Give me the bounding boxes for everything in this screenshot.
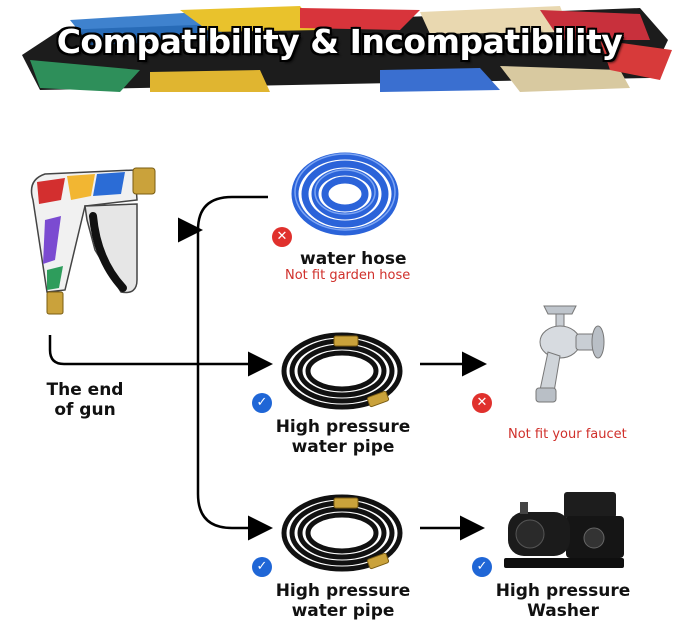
- hp-pipe-top-image: [281, 332, 403, 410]
- check-icon: ✓: [476, 559, 488, 574]
- pressure-washer-image: [504, 492, 624, 568]
- faucet-status: ✕: [472, 393, 492, 413]
- garden-hose-title: water hose: [300, 249, 407, 269]
- hp-pipe-top-label: High pressure water pipe: [275, 417, 411, 457]
- washer-label: High pressure Washer: [495, 581, 631, 621]
- washer-status: ✓: [472, 557, 492, 577]
- spray-gun-image: [30, 167, 156, 315]
- faucet-note: Not fit your faucet: [508, 427, 627, 442]
- hp-pipe-bottom-image: [281, 494, 403, 572]
- check-icon: ✓: [256, 559, 268, 574]
- page-title: Compatibility & Incompatibility: [56, 22, 623, 61]
- check-icon: ✓: [256, 395, 268, 410]
- faucet-image: [535, 305, 605, 403]
- header-banner: [22, 6, 672, 92]
- hp-pipe-top-status: ✓: [252, 393, 272, 413]
- source-label: The end of gun: [46, 380, 124, 420]
- x-icon: ✕: [276, 229, 288, 244]
- garden-hose-status: ✕: [272, 227, 292, 247]
- hp-pipe-bottom-status: ✓: [252, 557, 272, 577]
- hp-pipe-bottom-label: High pressure water pipe: [275, 581, 411, 621]
- garden-hose-note: Not fit garden hose: [285, 268, 411, 283]
- x-icon: ✕: [476, 395, 488, 410]
- garden-hose-image: [291, 152, 399, 236]
